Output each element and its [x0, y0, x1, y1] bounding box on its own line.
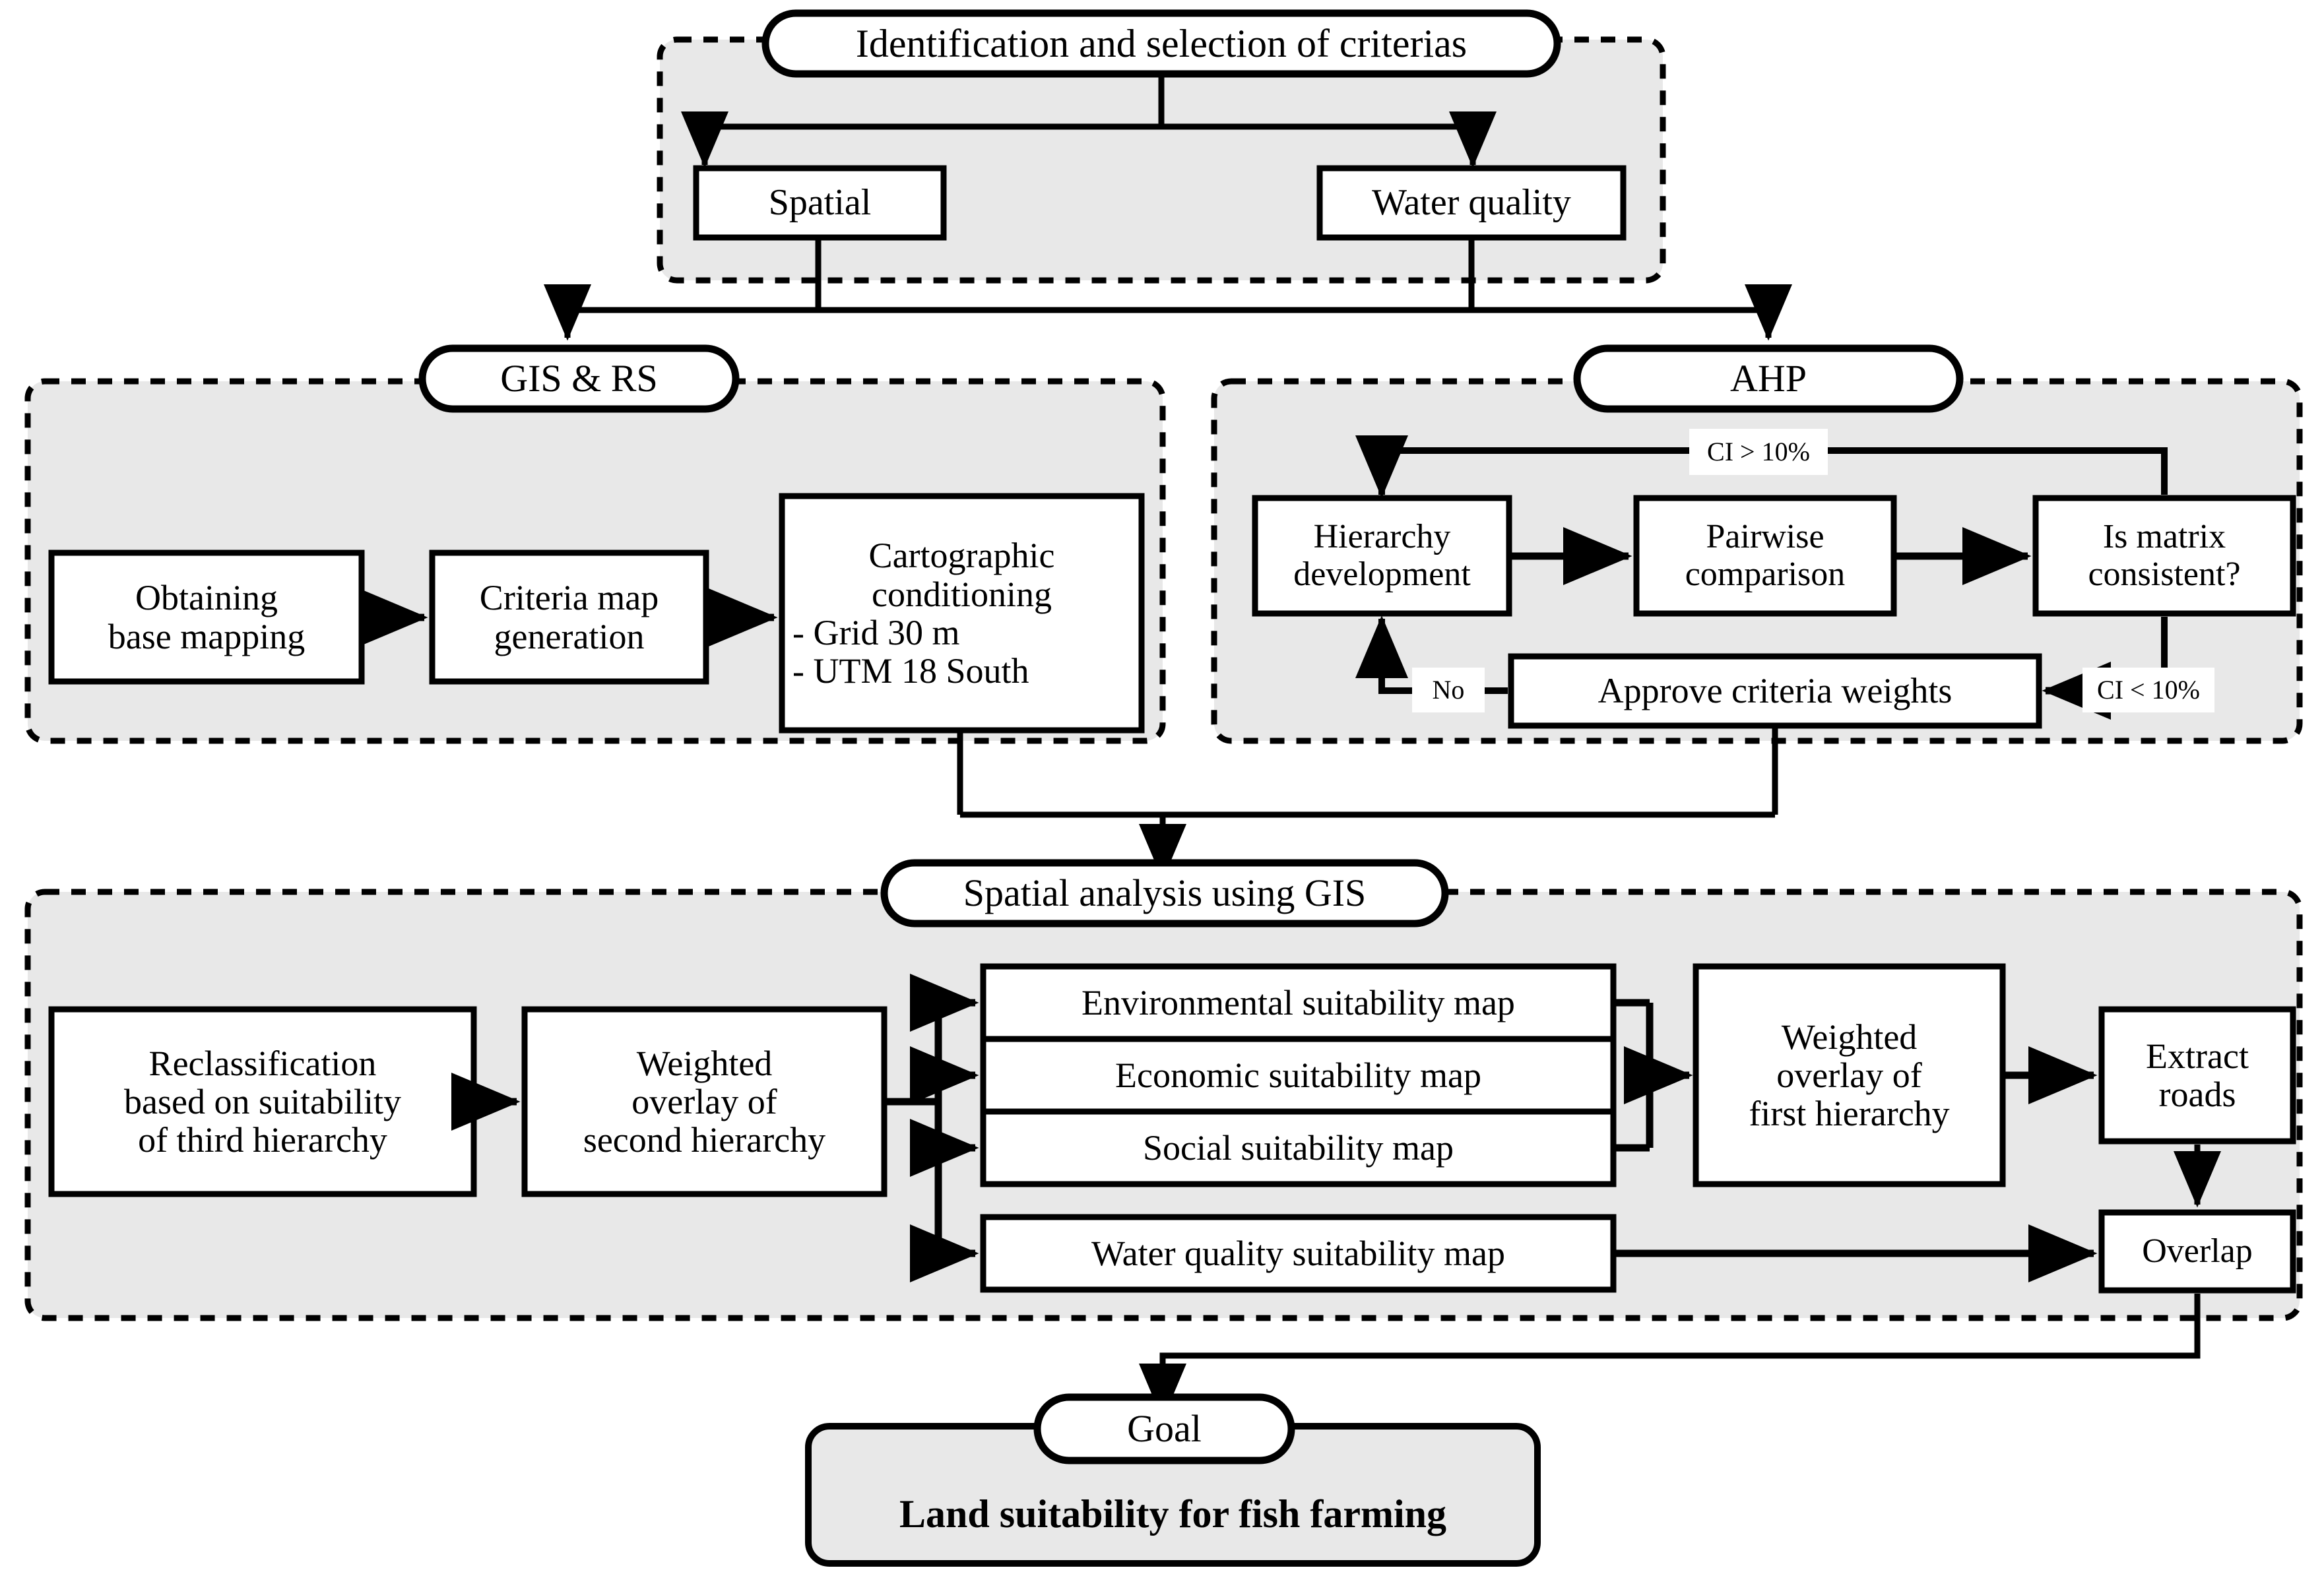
node-weighted-overlay-second-box[interactable] — [521, 1006, 888, 1197]
node-spatial-box[interactable] — [693, 165, 947, 241]
node-weighted-overlay-first-box[interactable] — [1693, 963, 2006, 1187]
node-criteria-map-generation-box[interactable] — [429, 550, 709, 685]
node-overlap-box[interactable] — [2098, 1209, 2296, 1294]
node-obtaining-base-mapping-box[interactable] — [48, 550, 365, 685]
section-goal-header-pill — [1033, 1393, 1295, 1464]
edge-maps-merge-trunk — [1613, 999, 1688, 1152]
section-gis-rs-header-pill — [418, 344, 740, 413]
node-reclassification-box[interactable] — [48, 1006, 477, 1197]
section-ahp-header-pill — [1573, 344, 1964, 413]
edge-criteria-branch — [701, 74, 1476, 162]
node-water-quality-suitability-map-box[interactable] — [980, 1214, 1617, 1293]
node-approve-criteria-weights-box[interactable] — [1508, 653, 2042, 729]
node-pairwise-comparison-box[interactable] — [1633, 495, 1897, 617]
node-cartographic-conditioning-box[interactable] — [779, 493, 1145, 734]
node-water-quality-box[interactable] — [1316, 165, 1627, 241]
node-hierarchy-development-box[interactable] — [1252, 495, 1512, 617]
node-environmental-suitability-map-box[interactable] — [980, 963, 1617, 1042]
section-criteria-header-pill — [761, 9, 1561, 78]
node-economic-suitability-map-box[interactable] — [980, 1036, 1617, 1115]
node-is-matrix-consistent-box[interactable] — [2032, 495, 2296, 617]
edge-merge-to-spatial-analysis — [957, 728, 1778, 872]
section-spatial-analysis-header-pill — [880, 859, 1449, 927]
node-social-suitability-map-box[interactable] — [980, 1108, 1617, 1187]
node-extract-roads-box[interactable] — [2098, 1006, 2296, 1145]
